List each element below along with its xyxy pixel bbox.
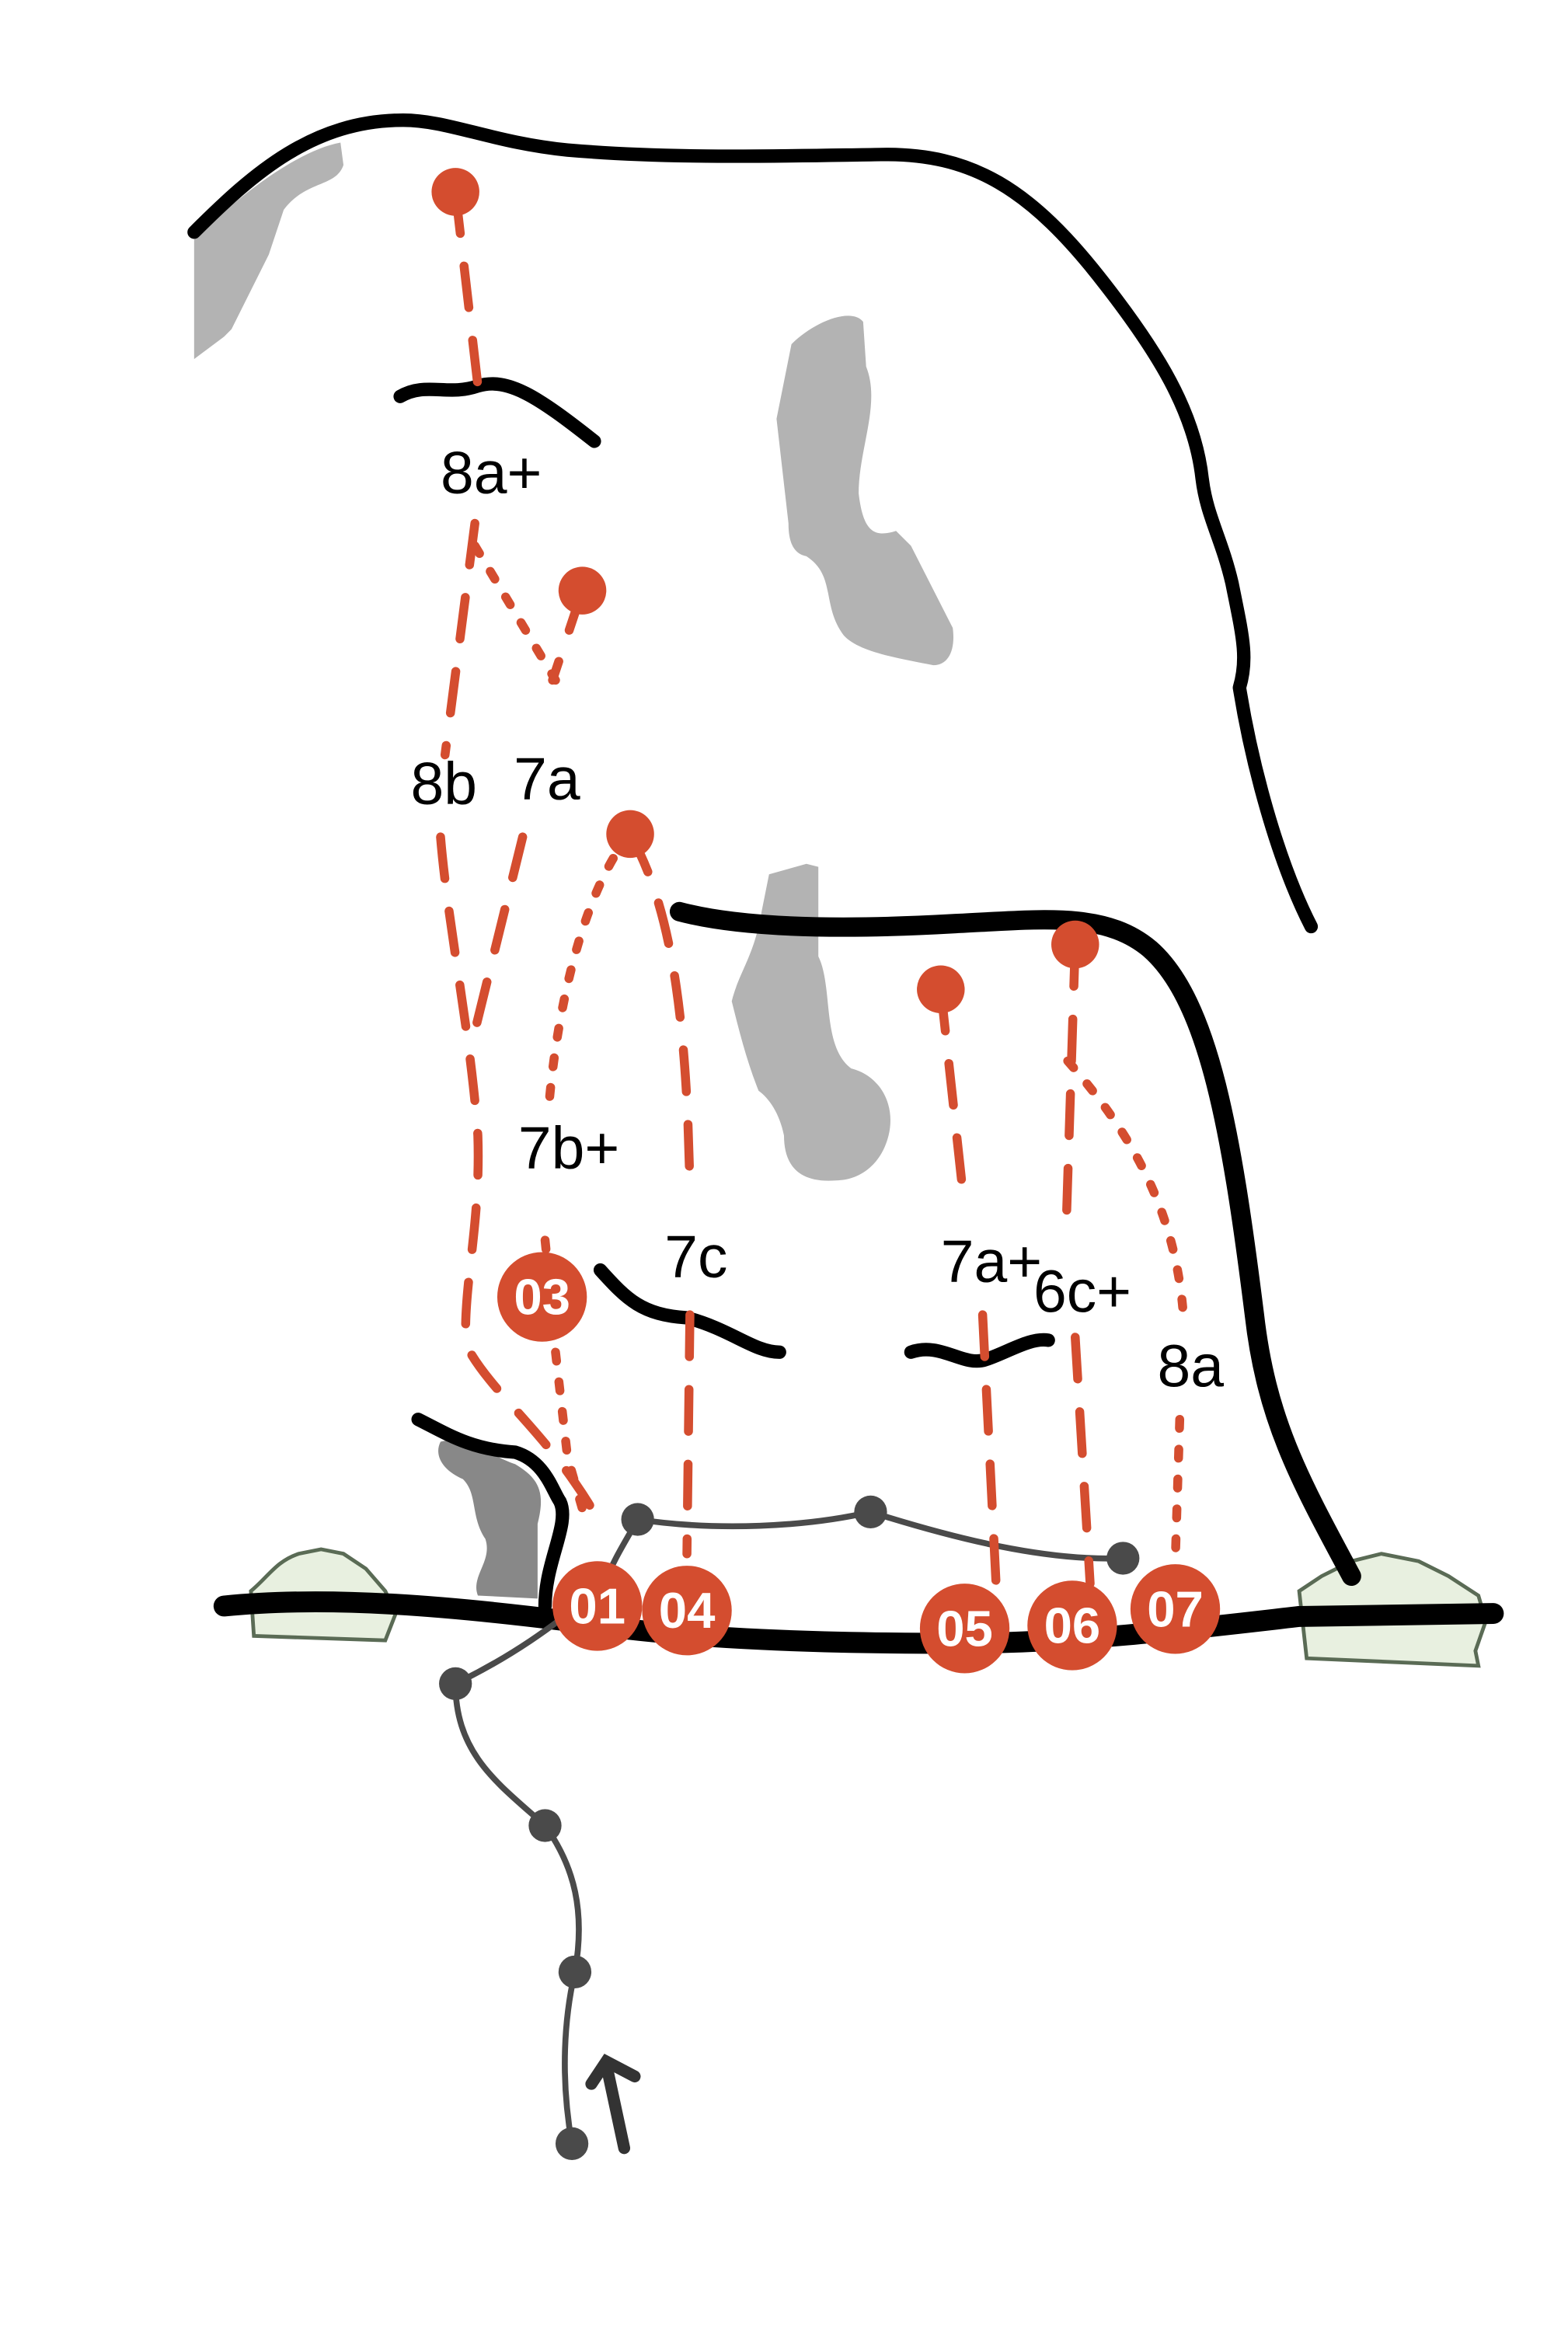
grade-7a: 7a xyxy=(514,746,580,813)
route-marker-07[interactable]: 07 xyxy=(1130,1564,1221,1654)
grade-7b-plus: 7b+ xyxy=(518,1115,619,1182)
grade-labels: 8a+ 8b 7a 7b+ 7c 7a+ 6c+ 8a xyxy=(411,440,1225,1399)
route-marker-01[interactable]: 01 xyxy=(552,1561,643,1651)
svg-text:03: 03 xyxy=(514,1269,570,1326)
grade-8a: 8a xyxy=(1157,1333,1224,1399)
approach-path xyxy=(439,1495,1140,2160)
route-marker-06[interactable]: 06 xyxy=(1027,1580,1117,1671)
route-markers: 01 03 04 05 06 07 xyxy=(497,1252,1221,1674)
route-anchors xyxy=(431,168,1099,1013)
grade-6c-plus: 6c+ xyxy=(1033,1258,1131,1325)
grade-7a-plus: 7a+ xyxy=(941,1228,1042,1295)
route-marker-03[interactable]: 03 xyxy=(497,1252,587,1342)
grade-8a-plus: 8a+ xyxy=(441,440,542,507)
route-marker-04[interactable]: 04 xyxy=(642,1566,732,1656)
svg-text:06: 06 xyxy=(1044,1597,1101,1653)
rock-outline xyxy=(187,113,1504,1654)
svg-text:07: 07 xyxy=(1147,1580,1204,1637)
svg-text:05: 05 xyxy=(936,1600,993,1657)
grade-7c: 7c xyxy=(664,1224,727,1291)
rock-shading xyxy=(193,142,954,1599)
grade-8b: 8b xyxy=(411,751,478,817)
svg-text:01: 01 xyxy=(569,1577,625,1634)
arrow-up-icon xyxy=(585,2054,641,2155)
route-lines xyxy=(431,168,1187,1588)
route-marker-05[interactable]: 05 xyxy=(919,1584,1010,1674)
svg-text:04: 04 xyxy=(659,1582,716,1639)
